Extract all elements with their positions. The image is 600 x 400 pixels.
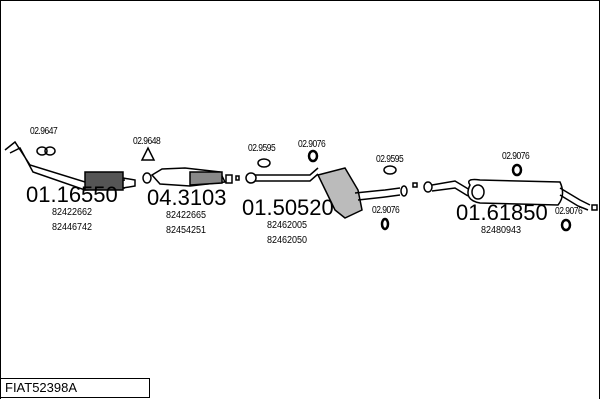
gasket-icon <box>36 146 56 156</box>
accessory-label: 02.9076 <box>372 205 400 216</box>
accessory-label: 02.9076 <box>298 139 326 150</box>
rear-silencer-shape <box>412 178 598 211</box>
diagram-code: FIAT52398A <box>0 378 150 398</box>
oe-number: 82454251 <box>166 225 207 236</box>
accessory-label: 02.9595 <box>376 154 404 165</box>
oe-number: 82480943 <box>481 225 522 236</box>
oe-number: 82462005 <box>267 220 308 231</box>
accessory-label: 02.9076 <box>555 206 583 217</box>
accessory-label: 02.9595 <box>248 143 276 154</box>
rubber-mount-icon <box>560 218 572 232</box>
part-number: 04.3103 <box>147 185 227 210</box>
ring-gasket-icon <box>257 158 271 168</box>
accessory-label: 02.9648 <box>133 136 161 147</box>
oe-number: 82446742 <box>52 222 93 233</box>
catalyst-shape <box>142 167 240 187</box>
middle-silencer-shape <box>245 167 408 219</box>
part-number: 01.16550 <box>26 182 118 207</box>
rubber-mount-icon <box>307 149 319 163</box>
accessory-label: 02.9076 <box>502 151 530 162</box>
rubber-mount-icon <box>380 217 390 231</box>
front-pipe-shape <box>4 140 136 191</box>
part-number: 01.61850 <box>456 200 548 225</box>
triangle-gasket-icon <box>140 146 156 161</box>
oe-number: 82422665 <box>166 210 207 221</box>
part-number: 01.50520 <box>242 195 334 220</box>
accessory-label: 02.9647 <box>30 126 58 137</box>
oe-number: 82462050 <box>267 235 308 246</box>
rubber-mount-icon <box>511 163 523 177</box>
oe-number: 82422662 <box>52 207 93 218</box>
ring-gasket-icon <box>383 165 397 175</box>
